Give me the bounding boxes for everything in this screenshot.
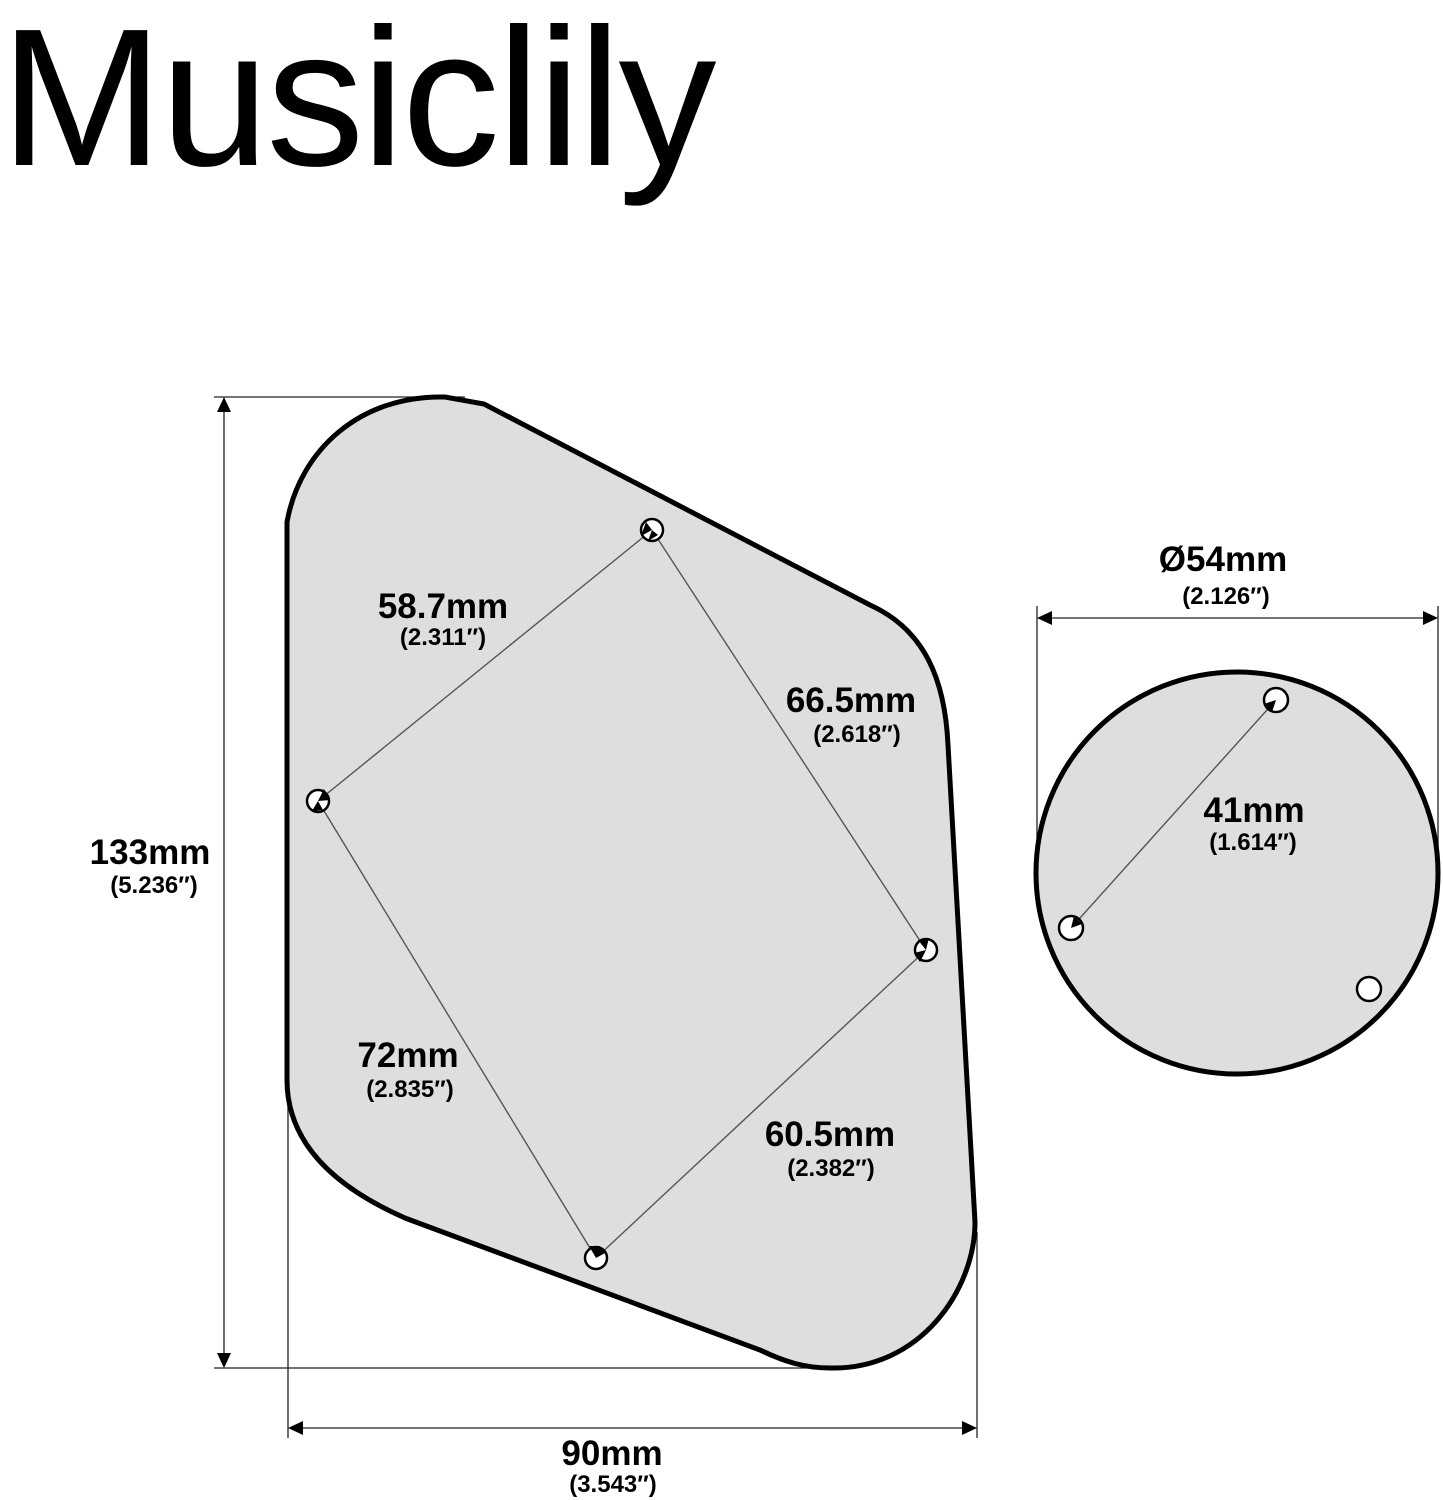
arrow-hole-top-a (641, 522, 652, 536)
height-mm-label: 133mm (90, 833, 211, 872)
top-left-inch-label: (2.311″) (400, 624, 486, 651)
hole-spacing-inch-label: (1.614″) (1209, 829, 1297, 856)
diameter-arrow-left (1037, 611, 1052, 625)
line-right-bottom (595, 949, 927, 1259)
arrow-hole-right-b (914, 950, 926, 962)
line-top-left (317, 529, 653, 802)
left-bottom-mm-label: 72mm (357, 1036, 458, 1075)
arrow-round-left (1071, 916, 1082, 928)
arrow-hole-bottom-b (596, 1246, 607, 1258)
arrow-hole-left-a (318, 789, 330, 801)
diameter-arrow-right (1423, 611, 1438, 625)
top-right-inch-label: (2.618″) (813, 721, 901, 748)
arrow-hole-top-b (648, 530, 658, 541)
arrow-hole-bottom-a (589, 1246, 600, 1258)
top-left-mm-label: 58.7mm (378, 587, 508, 626)
arrow-hole-right-a (918, 938, 929, 950)
brand-logo-text: Musiclily (0, 0, 716, 207)
bottom-right-inch-label: (2.382″) (787, 1155, 875, 1182)
control-cavity-plate (284, 394, 978, 1371)
top-right-mm-label: 66.5mm (786, 681, 916, 720)
diameter-inch-label: (2.126″) (1182, 583, 1270, 610)
line-left-bottom (317, 800, 597, 1259)
line-round-hole-spacing (1070, 699, 1277, 929)
left-bottom-inch-label: (2.835″) (366, 1076, 454, 1103)
bottom-right-mm-label: 60.5mm (765, 1115, 895, 1154)
round-hole-right (1355, 975, 1383, 1003)
diameter-mm-label: Ø54mm (1159, 540, 1287, 579)
width-inch-label: (3.543″) (569, 1471, 657, 1498)
height-arrow-top (217, 397, 231, 412)
hole-spacing-mm-label: 41mm (1203, 791, 1304, 830)
line-top-right (651, 529, 927, 951)
arrow-round-top (1264, 700, 1276, 712)
width-mm-label: 90mm (561, 1434, 662, 1473)
switch-cavity-cover (1033, 669, 1441, 1077)
width-arrow-left (288, 1421, 303, 1435)
height-arrow-bottom (217, 1353, 231, 1368)
arrow-hole-left-b (312, 801, 323, 811)
width-arrow-right (962, 1421, 977, 1435)
height-inch-label: (5.236″) (110, 872, 198, 899)
